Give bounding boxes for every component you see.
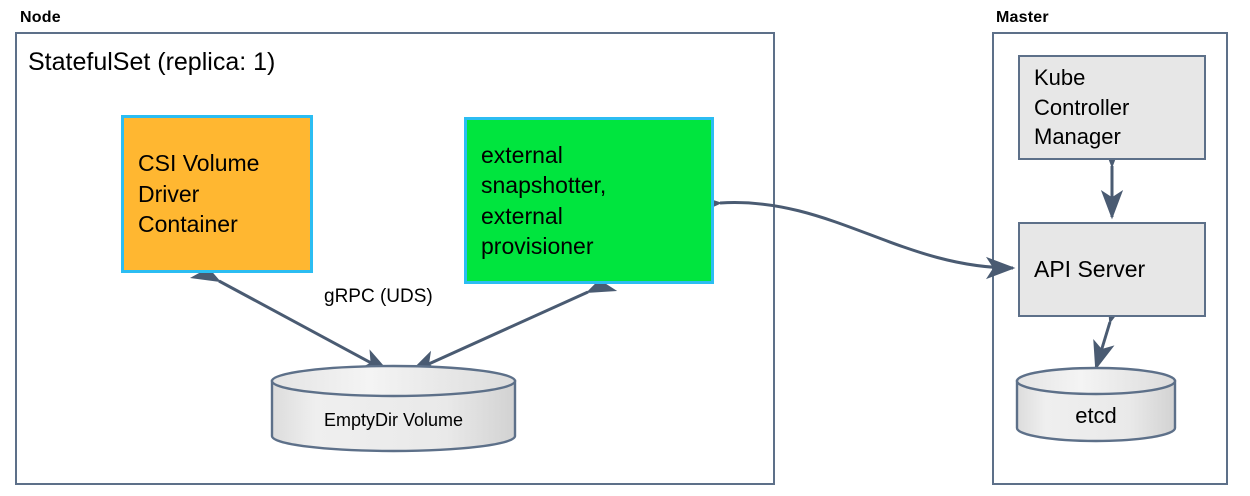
grpc-uds-edge-label: gRPC (UDS) [324,286,433,307]
csi-volume-driver-container-box[interactable]: CSI Volume Driver Container [121,115,313,273]
etcd-cylinder[interactable]: etcd [1017,368,1175,442]
zone-label-node: Node [20,9,61,26]
kube-controller-manager-box[interactable]: Kube Controller Manager [1018,55,1206,160]
statefulset-title: StatefulSet (replica: 1) [28,48,276,76]
etcd-label: etcd [1075,403,1117,428]
api-server-box[interactable]: API Server [1018,222,1206,317]
emptydir-volume-cylinder[interactable]: EmptyDir Volume [272,368,515,453]
kube-controller-manager-label: Kube Controller Manager [1034,64,1130,150]
csi-volume-driver-label: CSI Volume Driver Container [138,150,260,238]
external-controllers-box[interactable]: external snapshotter, external provision… [464,117,714,284]
zone-label-master: Master [996,9,1049,26]
api-server-label: API Server [1034,255,1146,282]
external-controllers-label: external snapshotter, external provision… [481,141,607,259]
emptydir-volume-label: EmptyDir Volume [323,410,464,430]
